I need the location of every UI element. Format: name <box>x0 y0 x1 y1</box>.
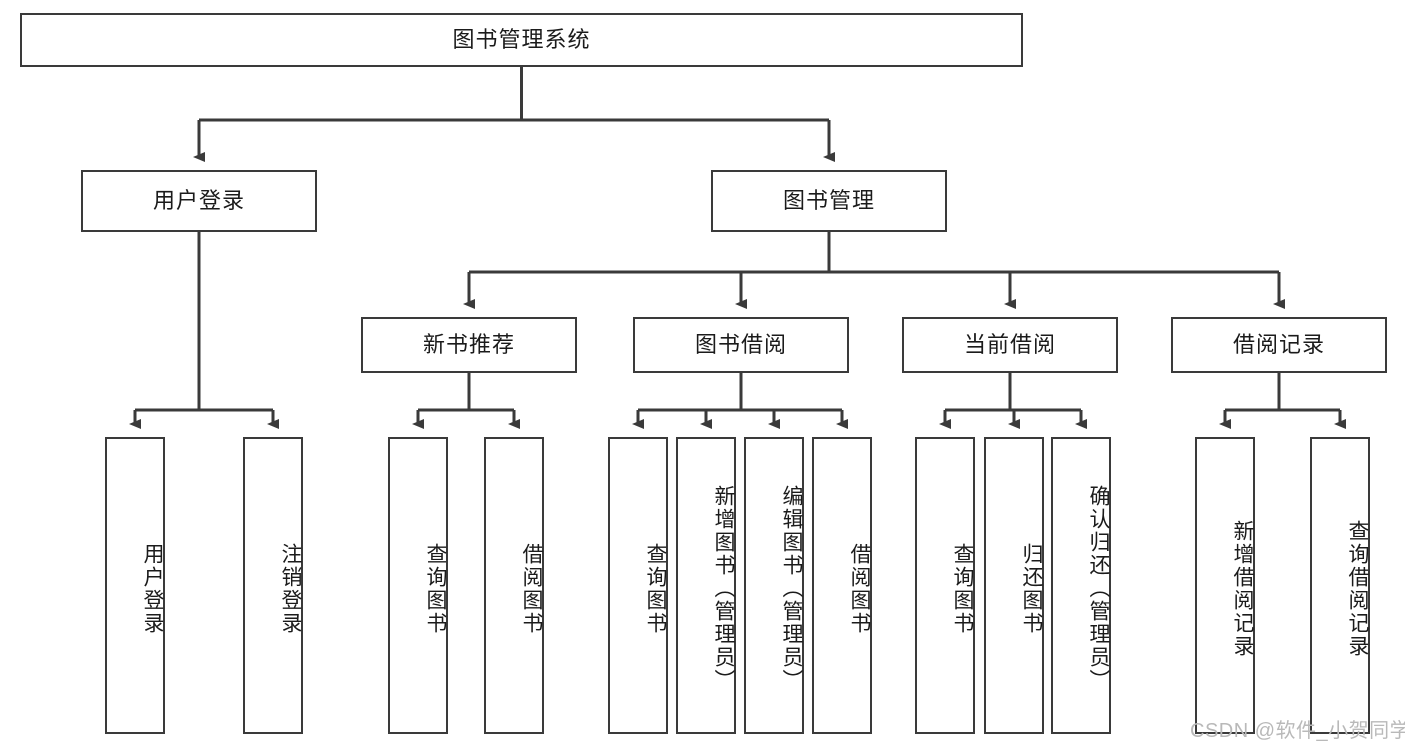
node-label: 用户登录 <box>152 188 245 214</box>
node-label: 注销登录 <box>279 542 302 635</box>
node-leaf-return-book[interactable]: 归还图书 <box>984 437 1044 734</box>
node-label: 借阅记录 <box>1232 332 1325 358</box>
node-label: 新增图书（管理员） <box>712 485 735 692</box>
node-current-borrow[interactable]: 当前借阅 <box>902 317 1118 373</box>
node-leaf-add-book-admin[interactable]: 新增图书（管理员） <box>676 437 736 734</box>
node-label: 查询借阅记录 <box>1346 519 1369 658</box>
node-leaf-borrow-book-recommend[interactable]: 借阅图书 <box>484 437 544 734</box>
node-leaf-logout[interactable]: 注销登录 <box>243 437 303 734</box>
node-label: 当前借阅 <box>963 332 1056 358</box>
node-label: 确认归还（管理员） <box>1087 485 1110 692</box>
node-leaf-query-borrow-record[interactable]: 查询借阅记录 <box>1310 437 1370 734</box>
node-leaf-edit-book-admin[interactable]: 编辑图书（管理员） <box>744 437 804 734</box>
node-label: 借阅图书 <box>848 542 871 635</box>
node-borrow-records[interactable]: 借阅记录 <box>1171 317 1387 373</box>
node-label: 用户登录 <box>141 542 164 635</box>
node-leaf-borrow-book[interactable]: 借阅图书 <box>812 437 872 734</box>
node-label: 编辑图书（管理员） <box>780 485 803 692</box>
node-label: 图书管理系统 <box>452 27 591 53</box>
node-label: 查询图书 <box>424 542 447 635</box>
node-label: 查询图书 <box>644 542 667 635</box>
node-new-book-recommend[interactable]: 新书推荐 <box>361 317 577 373</box>
node-leaf-user-login[interactable]: 用户登录 <box>105 437 165 734</box>
csdn-watermark: CSDN @软件_小贺同学 <box>1190 720 1405 742</box>
node-label: 图书借阅 <box>694 332 787 358</box>
node-leaf-query-book-recommend[interactable]: 查询图书 <box>388 437 448 734</box>
node-book-management[interactable]: 图书管理 <box>711 170 947 232</box>
node-book-borrow[interactable]: 图书借阅 <box>633 317 849 373</box>
node-leaf-query-book-borrow[interactable]: 查询图书 <box>608 437 668 734</box>
node-user-login[interactable]: 用户登录 <box>81 170 317 232</box>
node-leaf-confirm-return-admin[interactable]: 确认归还（管理员） <box>1051 437 1111 734</box>
node-leaf-query-book-current[interactable]: 查询图书 <box>915 437 975 734</box>
node-leaf-add-borrow-record[interactable]: 新增借阅记录 <box>1195 437 1255 734</box>
node-label: 归还图书 <box>1020 542 1043 635</box>
node-root[interactable]: 图书管理系统 <box>20 13 1023 67</box>
node-label: 借阅图书 <box>520 542 543 635</box>
node-label: 新增借阅记录 <box>1231 519 1254 658</box>
node-label: 查询图书 <box>951 542 974 635</box>
node-label: 图书管理 <box>782 188 875 214</box>
node-label: 新书推荐 <box>422 332 515 358</box>
